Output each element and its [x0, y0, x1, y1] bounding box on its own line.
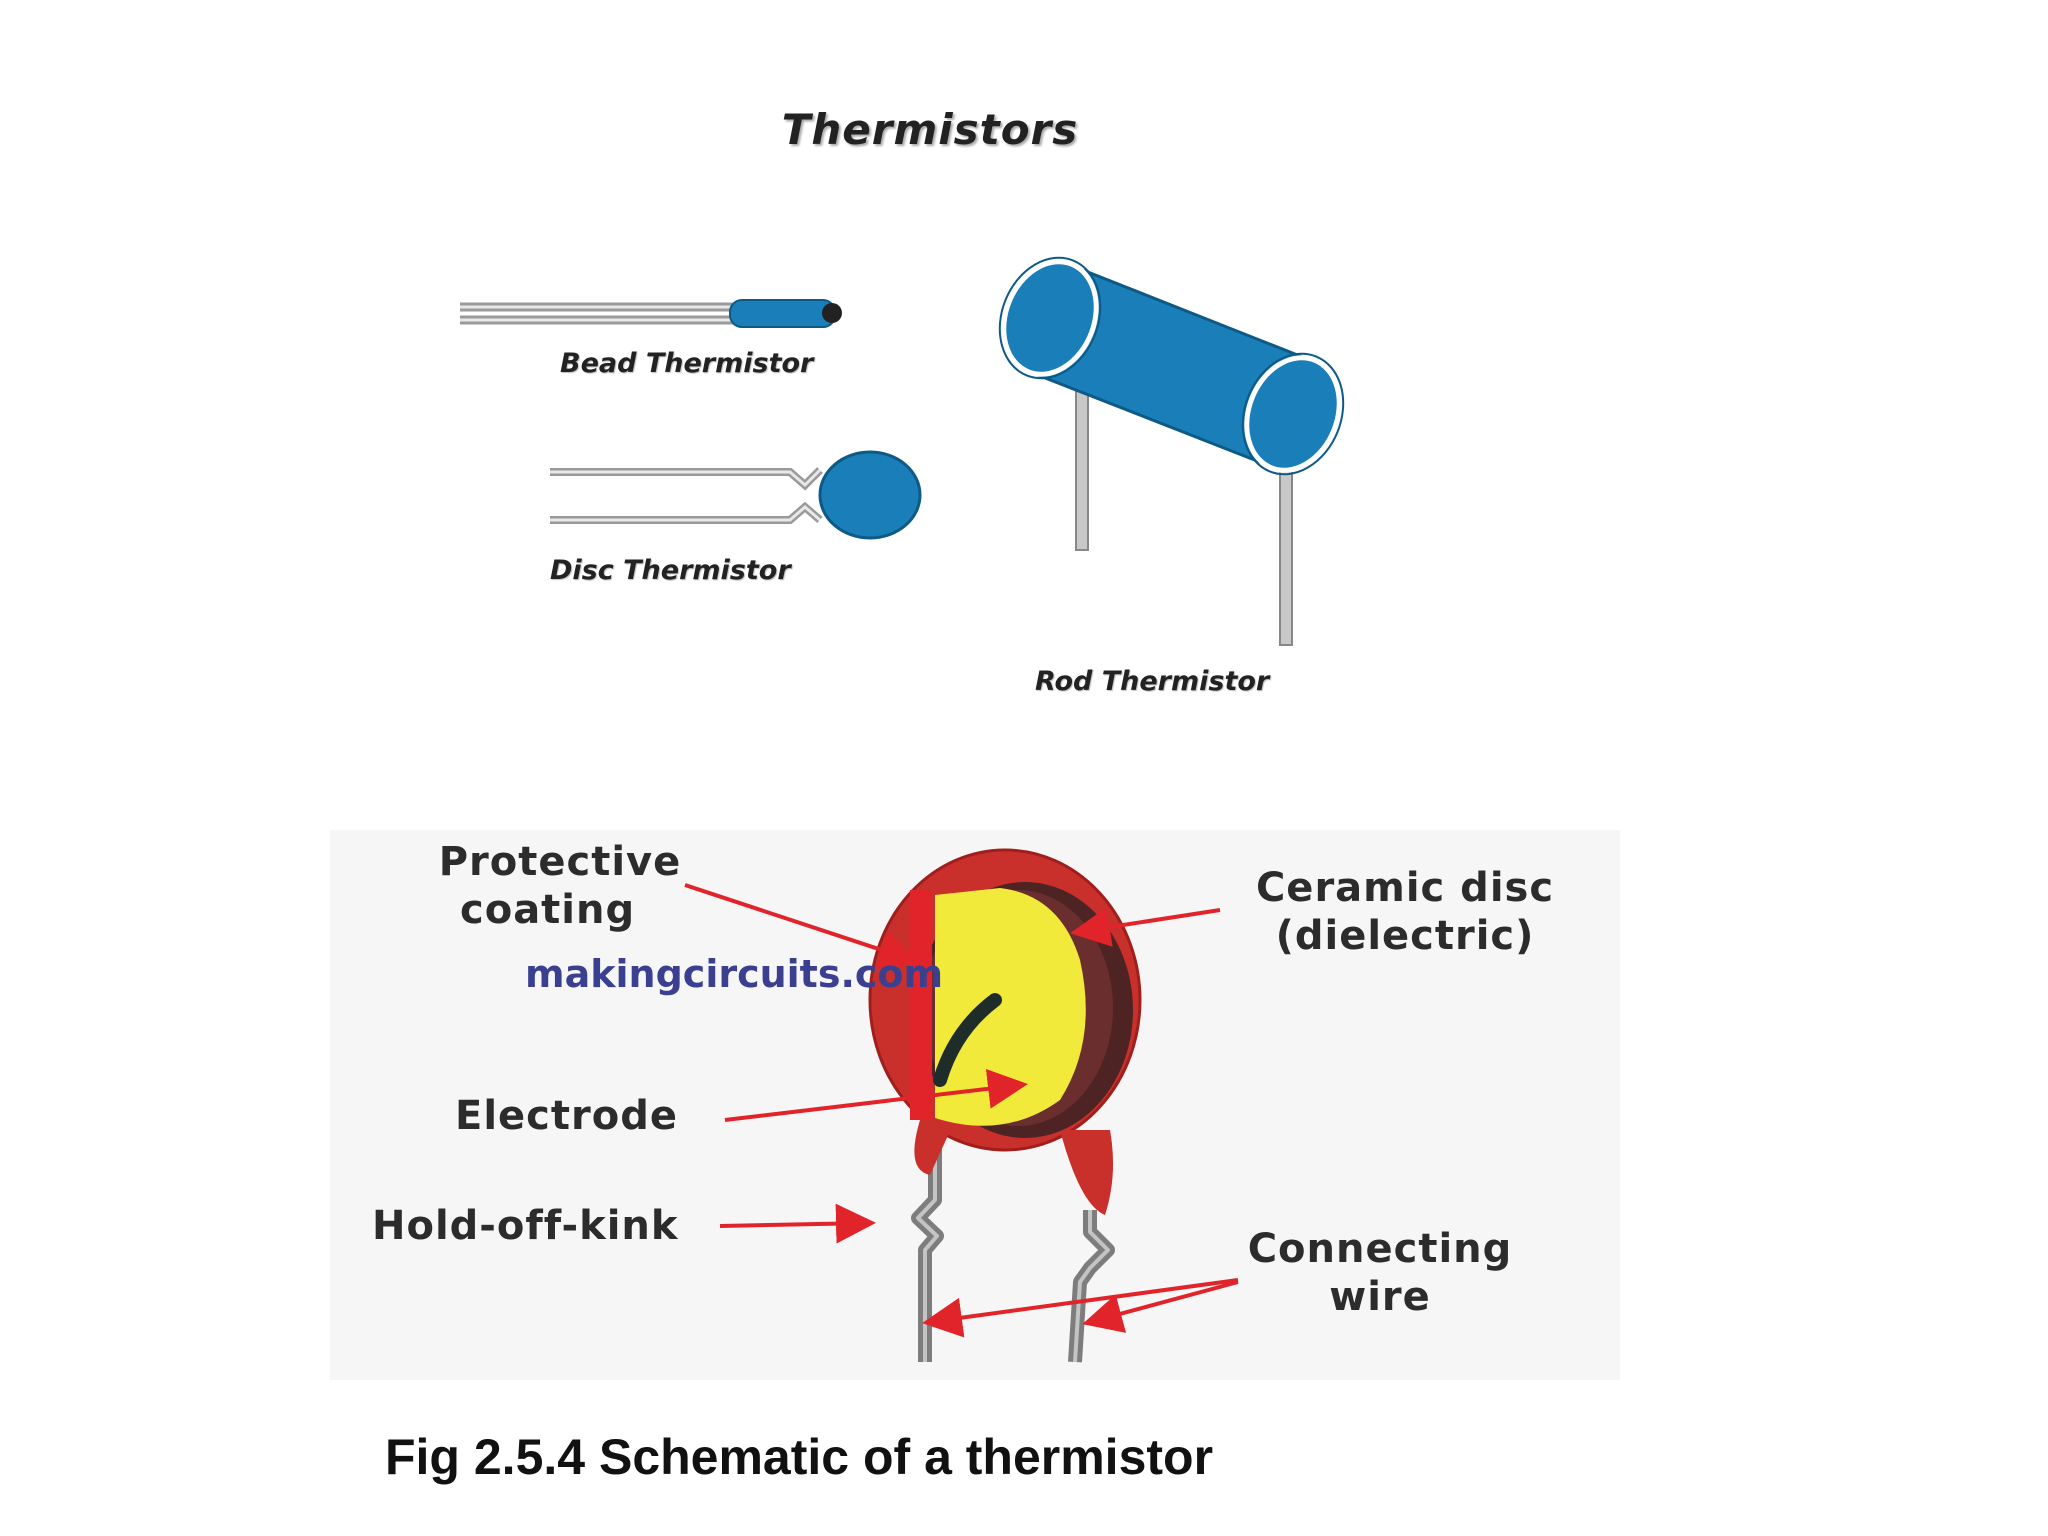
thermistor-types-illustration — [460, 256, 1345, 646]
protective-coating-label: Protective coating — [425, 838, 695, 934]
rod-thermistor — [998, 256, 1345, 646]
rod-thermistor-label: Rod Thermistor — [1035, 666, 1270, 697]
ceramic-disc — [917, 882, 1133, 1138]
disc-thermistor — [550, 450, 922, 540]
hold-off-kink-label: Hold-off-kink — [372, 1203, 679, 1249]
bead-thermistor-label: Bead Thermistor — [560, 348, 814, 379]
connecting-wire-label-line2: wire — [1329, 1274, 1431, 1320]
connecting-wire-label-line1: Connecting — [1247, 1226, 1513, 1272]
ceramic-disc-label-line2: (dielectric) — [1275, 913, 1535, 959]
coating-edge-stripe — [910, 890, 932, 1120]
connecting-wire-arrow-right — [1082, 1280, 1239, 1333]
protective-coating-arrow — [684, 883, 920, 969]
hold-off-kink-arrow — [719, 1203, 876, 1244]
ceramic-disc-label: Ceramic disc (dielectric) — [1235, 864, 1575, 960]
bead-thermistor — [460, 299, 842, 328]
callout-arrows — [684, 883, 1239, 1338]
electrode-arrow — [724, 1068, 1028, 1122]
ceramic-disc-label-line1: Ceramic disc — [1255, 865, 1555, 911]
disc-thermistor-label: Disc Thermistor — [550, 555, 791, 586]
watermark-text: makingcircuits.com — [525, 952, 944, 996]
electrode-label: Electrode — [455, 1093, 678, 1139]
protective-coating-label-line1: Protective — [438, 839, 682, 885]
connecting-wire-label: Connecting wire — [1230, 1225, 1530, 1321]
figure-caption: Fig 2.5.4 Schematic of a thermistor — [385, 1429, 1214, 1485]
electrode-lead — [933, 993, 1002, 1087]
protective-coating-label-line2: coating — [460, 887, 636, 933]
diagram-title: Thermistors — [781, 105, 1079, 154]
connecting-wires — [911, 1100, 1115, 1363]
ceramic-disc-arrow — [1070, 907, 1221, 947]
